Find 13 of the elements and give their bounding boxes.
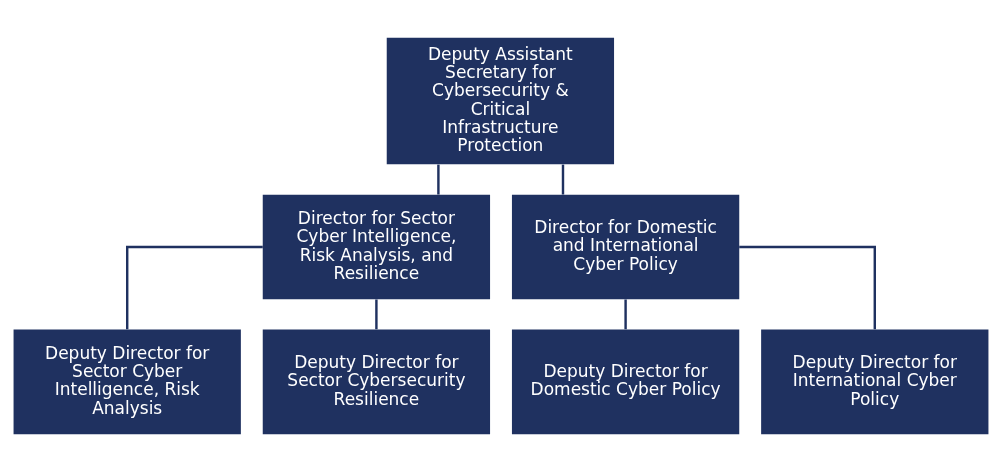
connector [375, 299, 378, 330]
node-box: Director for Domestic and International Cyber Policy [511, 194, 740, 300]
connector [561, 164, 565, 195]
node-box: Deputy Assistant Secretary for Cybersecurity & Critical Infrastructure Protection [386, 37, 615, 165]
node-box: Deputy Director for International Cyber Policy [761, 329, 989, 435]
connector [624, 299, 627, 330]
node-box: Deputy Director for Sector Cybersecurity Resilience [262, 329, 491, 435]
node-box: Deputy Director for Domestic Cyber Policy [511, 329, 740, 435]
connector [126, 245, 263, 330]
connector [739, 245, 876, 330]
node-box: Director for Sector Cyber Intelligence, Risk Analysis, and Resilience [262, 194, 491, 300]
connector [437, 164, 440, 195]
node-box: Deputy Director for Sector Cyber Intelligence, Risk Analysis [13, 329, 241, 435]
